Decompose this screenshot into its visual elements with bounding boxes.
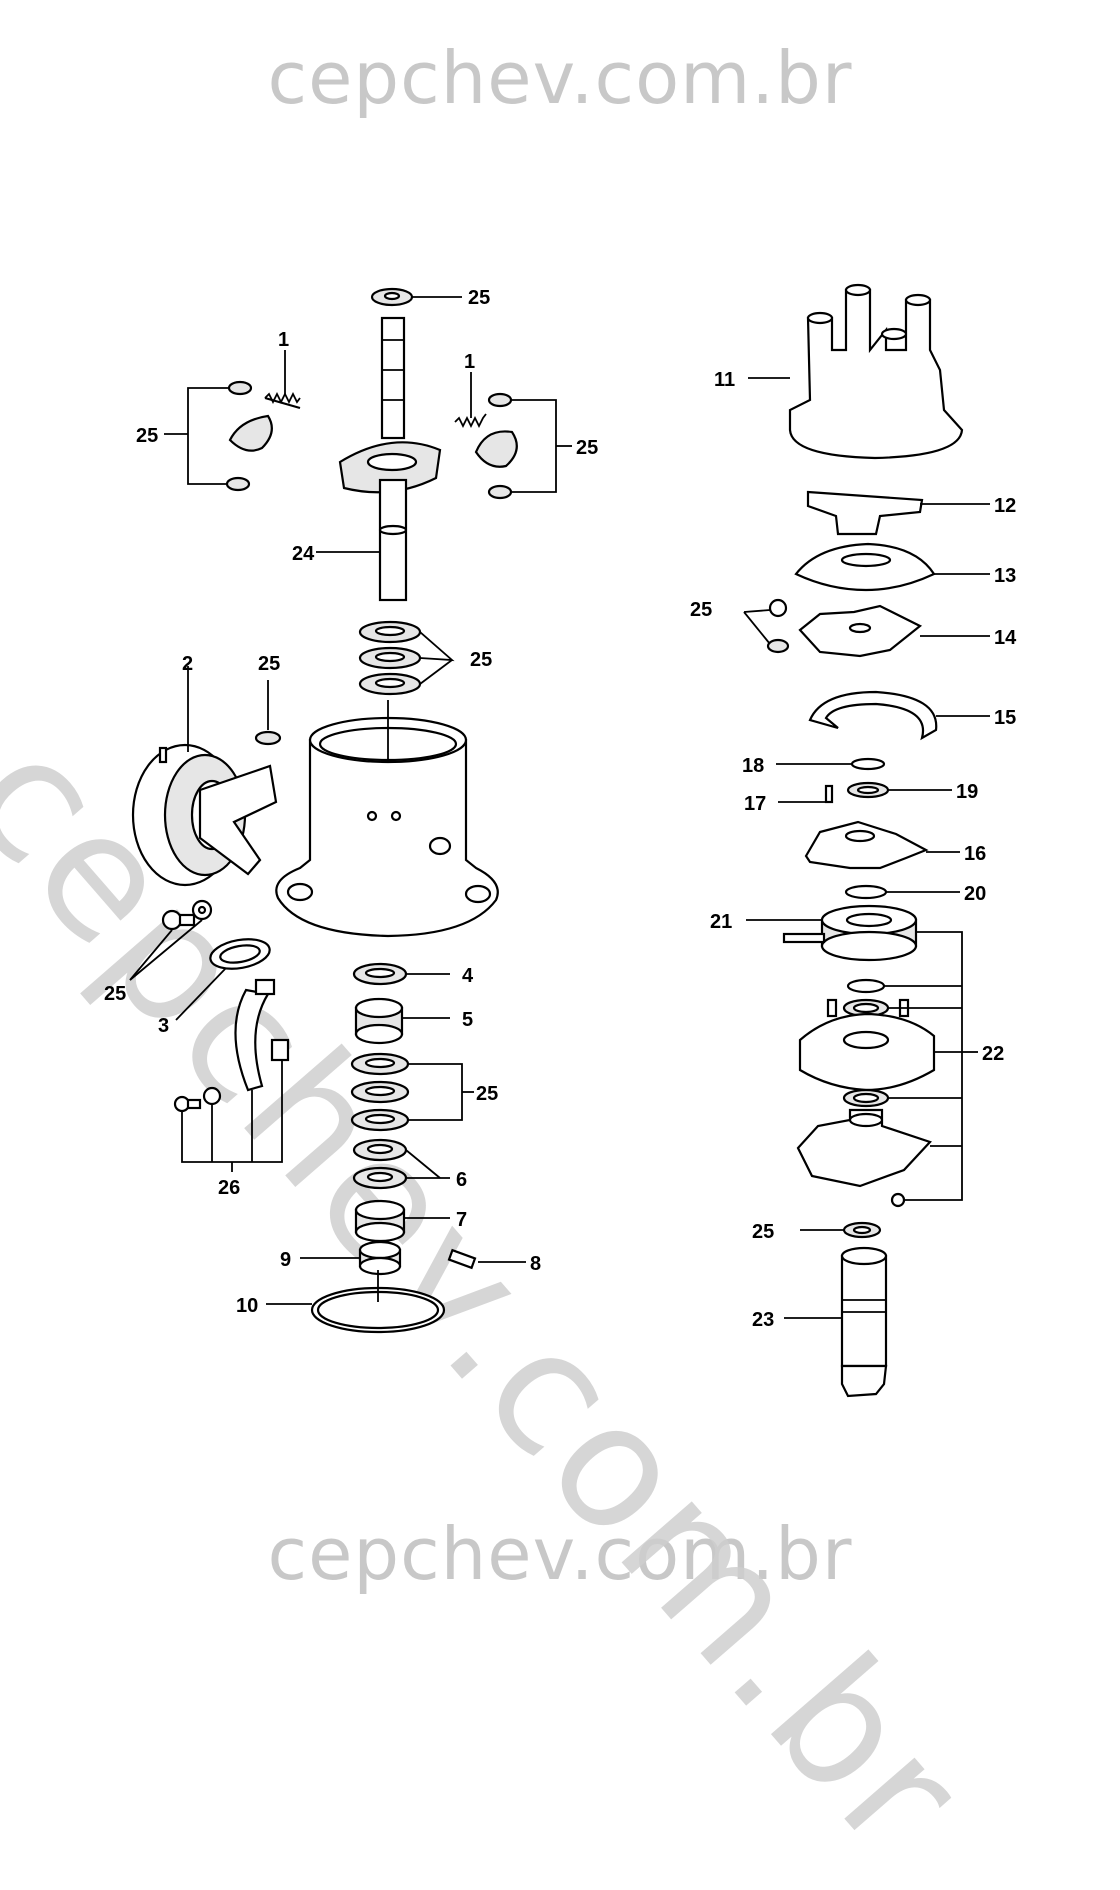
reluctor-plate [798, 604, 990, 658]
callout-25-screw: 25 [104, 983, 126, 1005]
upper-shaft-washers [358, 620, 455, 696]
distributor-housing [275, 700, 499, 938]
dust-shield [794, 542, 990, 592]
gasket [175, 938, 271, 1021]
small-rings [776, 757, 952, 804]
vacuum-advance-unit [131, 666, 278, 887]
top-washer [370, 287, 462, 307]
callout-17: 17 [744, 793, 766, 815]
callout-4: 4 [462, 965, 474, 987]
callout-13-shield: 13 [994, 565, 1016, 587]
watermark-top: cepchev.com.br [267, 36, 853, 120]
callout-11-cap: 11 [714, 369, 735, 391]
callout-25-lower-washers: 25 [476, 1083, 498, 1105]
clamp [173, 978, 290, 1172]
callout-1-right-spring: 1 [464, 351, 475, 373]
distributor-cap [748, 283, 964, 460]
callout-5: 5 [462, 1009, 473, 1031]
callout-25-top-washer: 25 [468, 287, 490, 309]
rotor [806, 490, 990, 536]
callout-23-drive-shaft: 23 [752, 1309, 774, 1331]
callout-25-right-weights: 25 [576, 437, 598, 459]
callout-19: 19 [956, 781, 978, 803]
distributor-shaft [316, 316, 442, 602]
seal-ring-25 [254, 730, 282, 746]
callout-25-seal: 25 [258, 653, 280, 675]
watermark-bottom: cepchev.com.br [267, 1512, 853, 1596]
left-advance-weight [164, 350, 301, 492]
o-ring-20 [844, 884, 960, 900]
callout-16: 16 [964, 843, 986, 865]
callout-2-vacuum-unit: 2 [182, 653, 193, 675]
pickup-base [804, 820, 960, 870]
exploded-parts-diagram: 25 1 1 25 25 24 25 2 25 25 3 4 5 25 6 7 … [104, 283, 1017, 1398]
callout-15-ring: 15 [994, 707, 1016, 729]
right-advance-weight [454, 372, 572, 500]
callout-9: 9 [280, 1249, 291, 1271]
callout-25-lower-right: 25 [752, 1221, 774, 1243]
vacuum-screw [129, 899, 213, 981]
callout-24-shaft: 24 [292, 543, 315, 565]
callout-25-shaft-washers: 25 [470, 649, 492, 671]
callout-14-plate: 14 [994, 627, 1017, 649]
callout-26-clamp: 26 [218, 1177, 240, 1199]
callout-25-left-weights: 25 [136, 425, 158, 447]
pickup-coil [746, 904, 918, 962]
callout-3-gasket: 3 [158, 1015, 169, 1037]
retaining-ring [808, 690, 990, 741]
callout-8: 8 [530, 1253, 541, 1275]
callout-12-rotor: 12 [994, 495, 1016, 517]
callout-21-coil: 21 [710, 911, 732, 933]
callout-18: 18 [742, 755, 764, 777]
callout-10: 10 [236, 1295, 258, 1317]
callout-25-screw-right: 25 [690, 599, 712, 621]
drive-shaft [784, 1246, 888, 1398]
lower-stack [266, 962, 526, 1334]
module-assembly [796, 931, 978, 1208]
callout-1-left-spring: 1 [278, 329, 289, 351]
lower-washer-25 [800, 1221, 882, 1239]
callout-6: 6 [456, 1169, 467, 1191]
callout-20: 20 [964, 883, 986, 905]
callout-22-module: 22 [982, 1043, 1004, 1065]
callout-7: 7 [456, 1209, 467, 1231]
screw-washer-25 [743, 598, 790, 654]
